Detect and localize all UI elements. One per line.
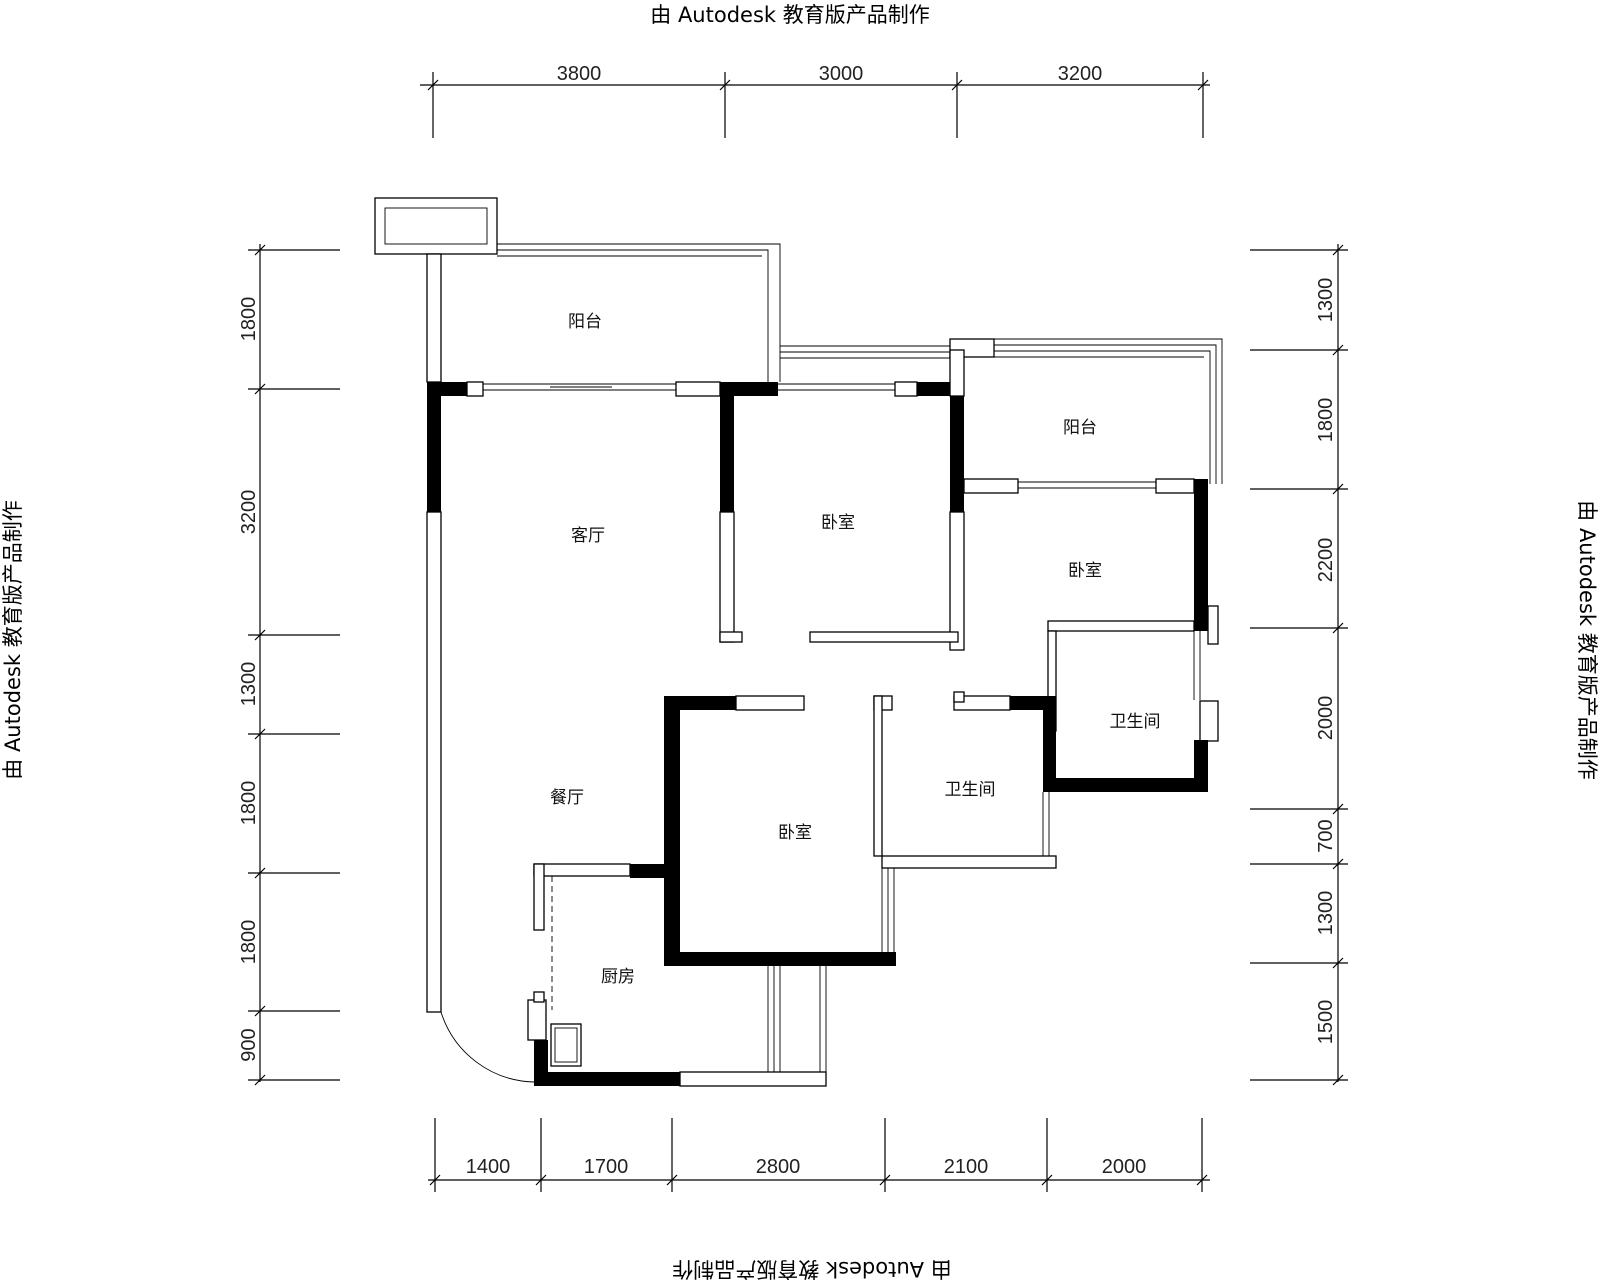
dimension-line-left: 1800 3200 1300 1800 1800 900 <box>238 244 340 1086</box>
dim-bottom-4: 2100 <box>944 1156 989 1178</box>
dim-right-4: 2000 <box>1315 696 1337 741</box>
watermark-left: 由 Autodesk 教育版产品制作 <box>1 500 25 779</box>
dim-left-1: 1800 <box>238 297 260 342</box>
room-label-bedroom-2: 卧室 <box>1068 561 1102 581</box>
dim-bottom-5: 2000 <box>1102 1156 1147 1178</box>
dim-left-5: 1800 <box>238 920 260 965</box>
room-label-balcony-1: 阳台 <box>568 312 602 332</box>
dim-right-2: 1800 <box>1315 398 1337 443</box>
dim-right-1: 1300 <box>1315 278 1337 323</box>
room-label-living-room: 客厅 <box>571 526 605 546</box>
dim-top-1: 3800 <box>557 63 602 85</box>
dim-left-3: 1300 <box>238 662 260 707</box>
room-label-bedroom-1: 卧室 <box>821 513 855 533</box>
dim-bottom-1: 1400 <box>466 1156 511 1178</box>
watermark-bottom: 由 Autodesk 教育版产品制作 <box>672 1257 951 1280</box>
dim-left-6: 900 <box>238 1028 260 1061</box>
dim-right-5: 700 <box>1315 819 1337 852</box>
dim-right-6: 1300 <box>1315 891 1337 936</box>
walls <box>374 197 1223 1087</box>
dim-bottom-2: 1700 <box>584 1156 629 1178</box>
dim-top-3: 3200 <box>1058 63 1103 85</box>
room-label-dining-room: 餐厅 <box>550 788 584 808</box>
room-label-balcony-2: 阳台 <box>1063 418 1097 438</box>
room-label-bathroom-1: 卫生间 <box>945 780 996 800</box>
dim-bottom-3: 2800 <box>756 1156 801 1178</box>
watermark-top: 由 Autodesk 教育版产品制作 <box>650 3 929 27</box>
room-label-bathroom-2: 卫生间 <box>1110 712 1161 732</box>
dimension-line-bottom: 1400 1700 2800 2100 2000 <box>428 1118 1210 1192</box>
dim-left-4: 1800 <box>238 781 260 826</box>
dim-right-3: 2200 <box>1315 538 1337 583</box>
watermark-right: 由 Autodesk 教育版产品制作 <box>1575 500 1599 779</box>
room-label-bedroom-3: 卧室 <box>778 823 812 843</box>
dimension-line-right: 1300 1800 2200 2000 700 1300 1500 <box>1250 244 1348 1086</box>
dimension-line-top: 3800 3000 3200 <box>420 63 1210 138</box>
room-label-kitchen: 厨房 <box>601 967 635 987</box>
room-labels: 阳台 阳台 客厅 卧室 卧室 卫生间 卫生间 餐厅 卧室 厨房 <box>550 312 1161 987</box>
dim-left-2: 3200 <box>238 490 260 535</box>
dim-top-2: 3000 <box>819 63 864 85</box>
dim-right-7: 1500 <box>1315 1000 1337 1045</box>
